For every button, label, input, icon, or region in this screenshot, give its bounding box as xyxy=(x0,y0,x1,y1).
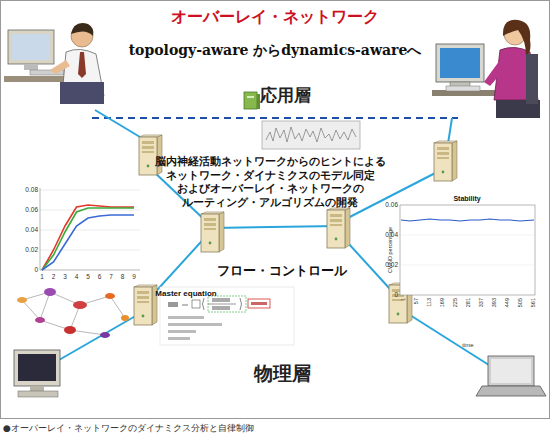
axis-tick: 281 xyxy=(465,298,471,307)
axis-tick: 4 xyxy=(75,273,79,280)
axis-tick: 1 xyxy=(400,298,406,301)
axis-tick: 57 xyxy=(413,298,419,304)
axis-tick: 6 xyxy=(98,273,102,280)
axis-tick: 0.02 xyxy=(25,246,38,253)
formula-title: Master equation xyxy=(155,289,216,298)
axis-tick: 169 xyxy=(439,298,445,307)
overlay-link xyxy=(92,117,458,119)
axis-tick: 561 xyxy=(530,298,536,307)
man-at-computer xyxy=(4,23,104,104)
axis-tick: 393 xyxy=(491,298,497,307)
desktop-computer xyxy=(14,350,60,397)
neural-network-graph xyxy=(17,288,129,338)
subtitle: topology-aware からdynamics-awareへ xyxy=(129,42,422,58)
axis-tick: 0 xyxy=(34,266,38,273)
axis-tick: 0.06 xyxy=(25,206,38,213)
axis-tick: 449 xyxy=(504,298,510,307)
axis-tick: 505 xyxy=(517,298,523,307)
traffic-screenshot xyxy=(262,121,360,149)
axis-tick: 7 xyxy=(109,273,113,280)
axis-tick: 337 xyxy=(478,298,484,307)
layer-label: 応用層 xyxy=(260,86,311,106)
frame xyxy=(1,1,550,419)
axis-tick: 0.04 xyxy=(385,231,398,238)
axis-tick: 9 xyxy=(132,273,136,280)
figure-caption: ●オーバーレイ・ネットワークのダイナミクス分析と自律制御 xyxy=(3,423,254,433)
woman-at-computer xyxy=(432,20,540,118)
laptop-computer xyxy=(476,356,546,396)
axis-tick: 8 xyxy=(121,273,125,280)
axis-title: time xyxy=(462,342,473,349)
flow-control-label: フロー・コントロール xyxy=(217,264,347,279)
axis-tick: 0 xyxy=(394,291,398,298)
axis-tick: 5 xyxy=(86,273,90,280)
stability-chart xyxy=(400,205,535,295)
convergence-chart xyxy=(40,188,140,270)
axis-tick: 0.04 xyxy=(25,226,38,233)
axis-tick: 3 xyxy=(63,273,67,280)
axis-tick: 2 xyxy=(52,273,56,280)
axis-tick: 113 xyxy=(426,298,432,307)
axis-tick: 0.08 xyxy=(25,186,38,193)
research-theme-text: 脳内神経活動ネットワークからのヒントによる ネットワーク・ダイナミクスのモデル同… xyxy=(154,155,386,210)
axis-tick: 0.06 xyxy=(385,201,398,208)
axis-tick: 0.02 xyxy=(385,261,398,268)
chart-title: Stability xyxy=(453,195,480,203)
router-icon xyxy=(244,92,260,109)
axis-tick: 1 xyxy=(40,273,44,280)
diagram-title: オーバーレイ・ネットワーク xyxy=(171,8,379,26)
axis-tick: 225 xyxy=(452,298,458,307)
layer-label: 物理層 xyxy=(254,363,311,385)
